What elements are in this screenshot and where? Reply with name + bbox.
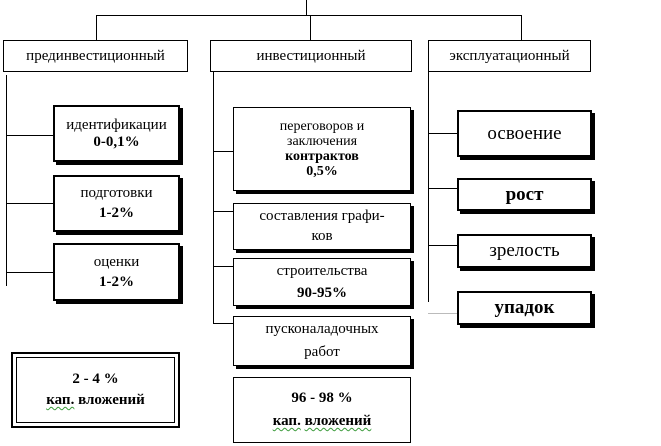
stage-identification-box: идентификации 0-0,1% <box>53 105 180 162</box>
stage-preparation-box: подготовки 1-2% <box>53 175 180 232</box>
exp-branch-2 <box>428 188 457 189</box>
stage-label-line: контрактов <box>285 149 359 164</box>
stage-evaluation-box: оценки 1-2% <box>53 243 180 301</box>
inv-branch-4 <box>213 323 233 324</box>
pre-spine <box>6 75 7 286</box>
stage-label: рост <box>505 183 544 205</box>
stage-growth-box: рост <box>457 178 592 211</box>
inv-branch-2 <box>213 211 233 212</box>
total-percent: 96 - 98 % <box>291 390 353 406</box>
exp-branch-1 <box>428 133 457 134</box>
top-connector-stub <box>306 0 307 16</box>
stage-label-line: ков <box>311 228 333 244</box>
phase-pre-investment-header: прединвестиционный <box>3 40 188 72</box>
stage-contracts-box: переговоров и заключения контрактов 0,5% <box>233 107 411 191</box>
phase-operational-header: эксплуатационный <box>428 40 591 72</box>
stage-value: 90-95% <box>297 284 347 301</box>
stage-label-line: составления графи- <box>259 208 385 224</box>
drop-pre <box>96 15 97 40</box>
pre-investment-total-box: 2 - 4 % кап. вложений <box>11 352 180 428</box>
inv-branch-1 <box>213 151 233 152</box>
pre-branch-3 <box>6 272 53 273</box>
phase-investment-header: инвестиционный <box>210 40 412 72</box>
stage-value: 0,5% <box>306 164 338 179</box>
investment-total-box: 96 - 98 % кап. вложений <box>233 377 411 443</box>
stage-label-line: работ <box>304 344 340 360</box>
stage-launch-box: освоение <box>457 110 592 157</box>
pre-branch-1 <box>6 135 53 136</box>
exp-branch-3 <box>428 245 457 246</box>
stage-value: 1-2% <box>99 205 134 221</box>
stage-label: строительства <box>276 262 368 279</box>
stage-maturity-box: зрелость <box>457 234 592 268</box>
stage-scheduling-box: составления графи- ков <box>233 203 411 250</box>
stage-value: 1-2% <box>99 273 134 290</box>
stage-label-line: переговоров и <box>279 119 365 134</box>
drop-exp <box>521 15 522 40</box>
stage-value: 0-0,1% <box>93 133 140 150</box>
exp-spine <box>428 72 429 302</box>
stage-label: оценки <box>93 253 140 270</box>
top-connector-bar <box>96 15 522 16</box>
inv-spine <box>213 72 214 324</box>
stage-decline-box: упадок <box>457 291 592 325</box>
stage-label-line: пусконаладочных <box>265 321 379 337</box>
stage-label: идентификации <box>66 116 167 133</box>
stage-label: подготовки <box>80 185 153 201</box>
exp-branch-4 <box>428 313 457 314</box>
total-label: кап. вложений <box>272 413 372 429</box>
stage-label-line: заключения <box>286 134 358 149</box>
stage-label: зрелость <box>489 240 560 261</box>
stage-construction-box: строительства 90-95% <box>233 258 411 306</box>
drop-inv <box>310 15 311 40</box>
inv-branch-3 <box>213 266 233 267</box>
pre-investment-total-inner: 2 - 4 % кап. вложений <box>16 357 175 423</box>
stage-label: упадок <box>494 297 555 318</box>
total-percent: 2 - 4 % <box>72 371 119 387</box>
pre-branch-2 <box>6 203 53 204</box>
stage-label: освоение <box>487 122 562 144</box>
stage-commissioning-box: пусконаладочных работ <box>233 316 411 366</box>
total-label: кап. вложений <box>46 392 145 408</box>
